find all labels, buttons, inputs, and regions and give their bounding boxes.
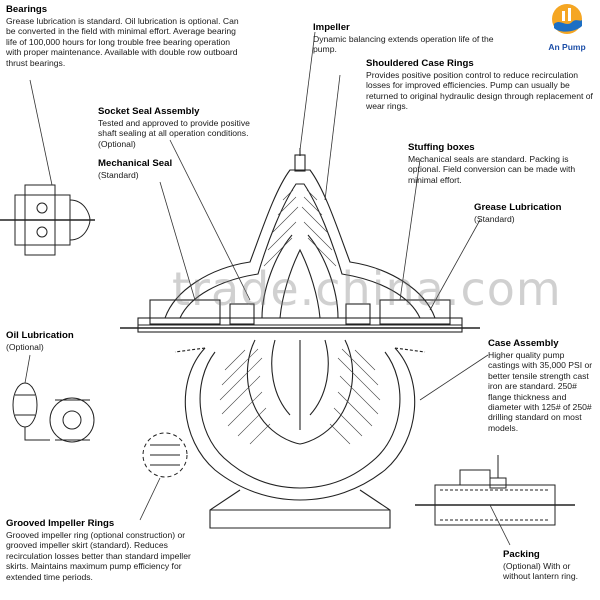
label-grease-lubrication: Grease Lubrication (Standard) [474, 202, 594, 224]
shouldered-case-rings-text: Provides positive position control to re… [366, 70, 593, 112]
label-case-assembly: Case Assembly Higher quality pump castin… [488, 338, 596, 433]
bearings-detail [0, 184, 95, 256]
label-socket-seal: Socket Seal Assembly Tested and approved… [98, 106, 268, 149]
label-impeller: Impeller Dynamic balancing extends opera… [313, 22, 513, 55]
pump-volute-casing [184, 347, 416, 501]
impeller-lower [246, 339, 354, 445]
label-mechanical-seal: Mechanical Seal (Standard) [98, 158, 238, 180]
packing-detail [415, 455, 575, 526]
grease-lubrication-text: (Standard) [474, 214, 515, 224]
an-pump-logo-icon [552, 4, 582, 34]
mechanical-seal-text: (Standard) [98, 170, 139, 180]
logo-text: An Pump [548, 42, 586, 52]
grooved-impeller-rings-title: Grooved Impeller Rings [6, 518, 115, 529]
stuffing-boxes-title: Stuffing boxes [408, 142, 475, 153]
oil-lubrication-detail [12, 382, 95, 443]
oil-lubrication-text: (Optional) [6, 342, 44, 352]
pump-base [209, 489, 391, 529]
socket-seal-text: Tested and approved to provide positive … [98, 118, 250, 149]
packing-title: Packing [503, 549, 540, 560]
stuffing-boxes-text: Mechanical seals are standard. Packing i… [408, 154, 576, 185]
oil-lubrication-title: Oil Lubrication [6, 330, 74, 341]
an-pump-logo: An Pump [538, 2, 596, 52]
grooved-impeller-ring-detail [142, 432, 188, 478]
impeller-title: Impeller [313, 22, 350, 33]
impeller-text: Dynamic balancing extends operation life… [313, 34, 494, 55]
grease-lubrication-title: Grease Lubrication [474, 202, 562, 213]
case-assembly-title: Case Assembly [488, 338, 559, 349]
bearings-title: Bearings [6, 4, 48, 15]
case-assembly-text: Higher quality pump castings with 35,000… [488, 350, 593, 433]
upper-casing [164, 169, 436, 319]
packing-text: (Optional) With or without lantern ring. [503, 561, 578, 582]
shouldered-case-rings-title: Shouldered Case Rings [366, 58, 474, 69]
label-bearings: Bearings Grease lubrication is standard.… [6, 4, 246, 68]
label-stuffing-boxes: Stuffing boxes Mechanical seals are stan… [408, 142, 588, 185]
watermark: trade.china.com [172, 262, 562, 316]
label-oil-lubrication: Oil Lubrication (Optional) [6, 330, 126, 352]
mechanical-seal-title: Mechanical Seal [98, 158, 173, 169]
grooved-impeller-rings-text: Grooved impeller ring (optional construc… [6, 530, 191, 582]
label-grooved-impeller-rings: Grooved Impeller Rings Grooved impeller … [6, 518, 196, 582]
bearings-text: Grease lubrication is standard. Oil lubr… [6, 16, 239, 68]
label-shouldered-case-rings: Shouldered Case Rings Provides positive … [366, 58, 594, 112]
label-packing: Packing (Optional) With or without lante… [503, 549, 597, 582]
socket-seal-title: Socket Seal Assembly [98, 106, 200, 117]
